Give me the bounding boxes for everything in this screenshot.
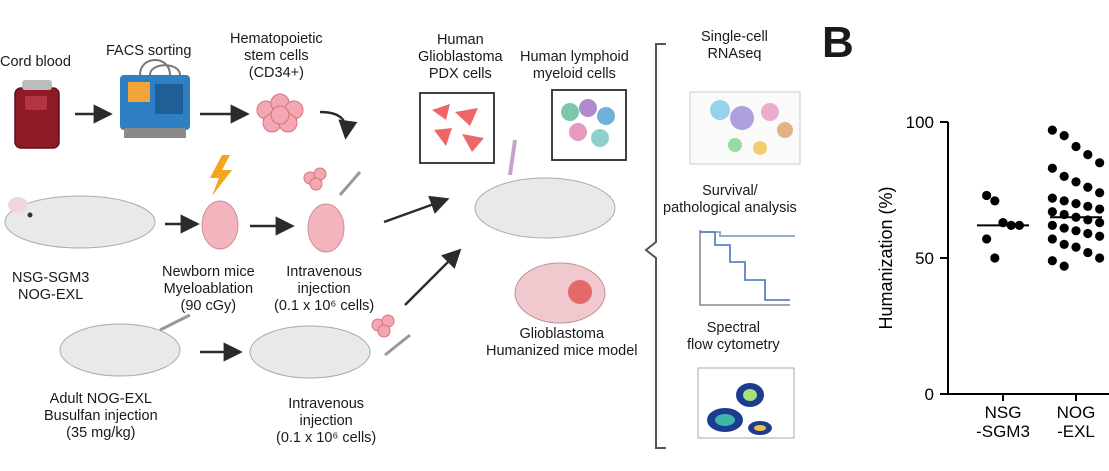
data-point [1083,228,1093,239]
data-point [1047,163,1057,173]
lightning-icon [210,155,232,196]
data-point [982,234,992,244]
panel-b-letter: B [822,18,854,67]
y-tick-label: 50 [915,249,934,268]
data-point [1059,196,1069,206]
pdx-box [419,92,495,164]
survival-curve-icon [699,230,795,306]
data-point [1071,199,1081,209]
arrows-top [75,104,462,362]
data-point [1059,239,1069,249]
lymphoid-cells-icon [561,99,615,147]
newborn-mouse-icon-2 [307,203,345,253]
data-point [1071,177,1081,187]
data-point [1047,125,1057,135]
stem-cells-icon [256,93,304,133]
cord-blood-label: Cord blood [0,54,71,70]
x-tick-label: NSG [985,403,1022,422]
mouse-icon [4,195,156,249]
data-point [1059,131,1069,141]
facs-label: FACS sorting [106,43,192,59]
data-point [1047,207,1057,217]
y-axis-title: Humanization (%) [876,186,896,329]
scrna-plot-icon [689,91,801,165]
x-tick-label: -EXL [1057,422,1095,441]
newborn-mouse-icon [201,200,239,250]
data-point [1047,234,1057,244]
facs-machine-icon [120,59,190,138]
data-point [1059,223,1069,233]
data-point [990,253,1000,263]
syringe-icon-4 [384,333,411,357]
syringe-icon [338,171,362,196]
x-tick-label: -SGM3 [976,422,1030,441]
y-tick-label: 100 [906,113,934,132]
pdx-cells-icon [432,104,484,152]
data-point [1047,193,1057,203]
x-tick-label: NOG [1057,403,1096,422]
tumor-icon [568,280,592,304]
data-point [1095,188,1105,198]
syringe-icon-3 [159,313,191,332]
data-point [1071,242,1081,252]
syringe-icon-5 [508,139,517,176]
cells-small-icon-2 [371,314,395,338]
data-point [1047,220,1057,230]
cells-small-icon [303,167,327,191]
y-tick-label: 0 [925,385,934,404]
flow-plot-icon [697,367,795,439]
data-point [1059,261,1069,271]
data-point [1083,182,1093,192]
data-point [1095,158,1105,168]
data-point [1095,253,1105,263]
data-point [1071,141,1081,152]
data-point [1083,247,1093,258]
adult-mouse-icon-2 [249,325,371,379]
brace [644,43,666,449]
brain-icon [514,262,606,324]
data-point [1071,226,1081,236]
data-point [990,196,1000,206]
data-point [1059,171,1069,181]
survival-label: Survival/pathological analysis [663,183,797,216]
data-point [1083,201,1093,211]
data-point [1095,204,1105,214]
adult-mouse-icon [59,323,181,377]
data-point [982,190,992,201]
data-point [1083,150,1093,160]
data-point [1095,231,1105,241]
humanized-mouse-icon [474,177,616,239]
data-point [1095,218,1105,228]
blood-bag-icon [14,80,60,149]
data-point [1047,256,1057,266]
